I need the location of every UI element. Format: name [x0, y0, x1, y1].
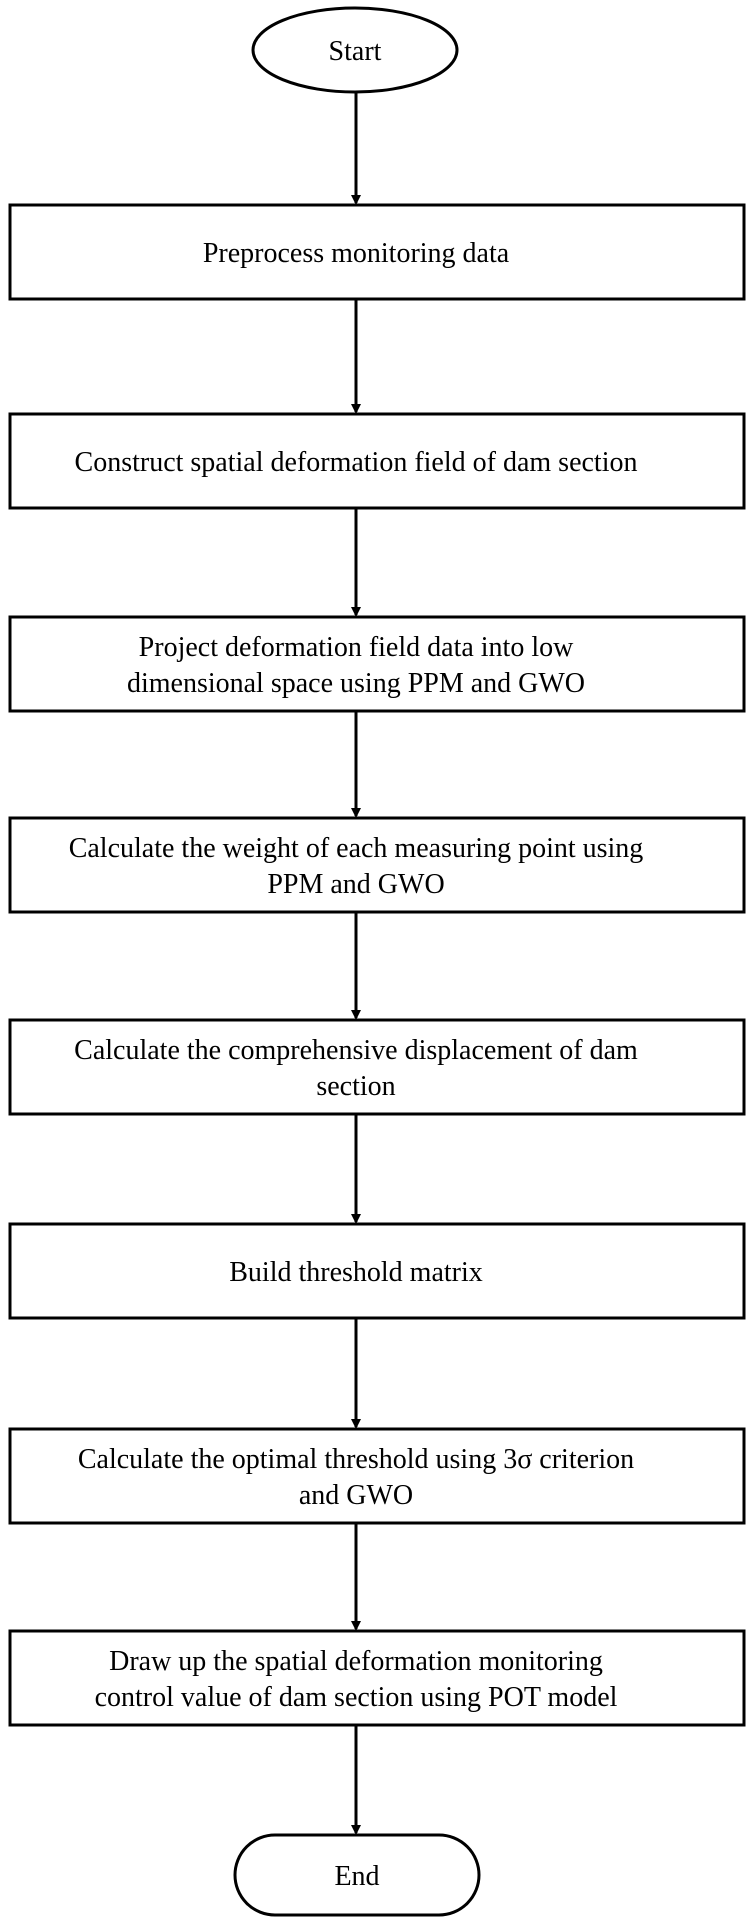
step-calc-threshold: Calculate the optimal threshold using 3σ… — [8, 1427, 746, 1525]
end-terminal — [233, 1833, 481, 1917]
step-preprocess: Preprocess monitoring data — [8, 203, 746, 301]
step-control-value: Draw up the spatial deformation monitori… — [8, 1629, 746, 1727]
step-text-line: and GWO — [299, 1480, 413, 1511]
process-box — [8, 1427, 746, 1525]
step-calc-weight: Calculate the weight of each measuring p… — [8, 816, 746, 914]
step-text-line: Calculate the comprehensive displacement… — [74, 1035, 638, 1066]
start-label: Start — [329, 36, 382, 67]
process-box — [8, 615, 746, 713]
step-text-line: Calculate the weight of each measuring p… — [69, 833, 644, 864]
process-box — [8, 203, 746, 301]
process-box — [8, 1629, 746, 1727]
step-text-line: Calculate the optimal threshold using 3σ… — [78, 1444, 634, 1475]
step-text-line: Project deformation field data into low — [139, 632, 574, 663]
step-text-line: Build threshold matrix — [229, 1257, 483, 1288]
process-box — [8, 412, 746, 510]
step-project-data: Project deformation field data into low d… — [8, 615, 746, 713]
step-text-line: Draw up the spatial deformation monitori… — [109, 1646, 603, 1677]
process-box — [8, 1222, 746, 1320]
end-label: End — [334, 1861, 379, 1892]
step-text-line: dimensional space using PPM and GWO — [127, 668, 585, 699]
step-text-line: PPM and GWO — [267, 869, 444, 900]
process-box — [8, 816, 746, 914]
step-calc-displacement: Calculate the comprehensive displacement… — [8, 1018, 746, 1116]
step-text-line: Preprocess monitoring data — [203, 238, 510, 269]
step-construct-field: Construct spatial deformation field of d… — [8, 412, 746, 510]
step-text-line: section — [316, 1071, 395, 1102]
step-build-matrix: Build threshold matrix — [8, 1222, 746, 1320]
process-box — [8, 1018, 746, 1116]
step-text-line: control value of dam section using POT m… — [95, 1682, 618, 1713]
step-text-line: Construct spatial deformation field of d… — [75, 447, 638, 478]
